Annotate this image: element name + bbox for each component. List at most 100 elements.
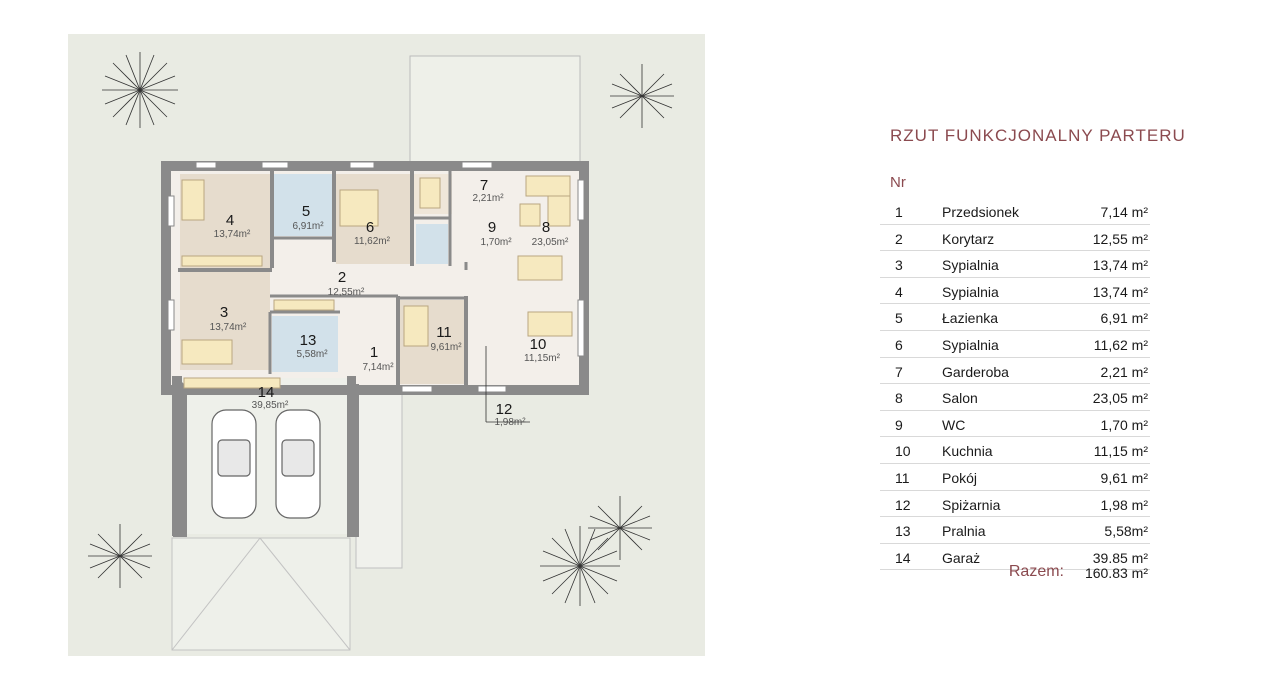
room-name: WC (942, 416, 966, 433)
room-nr: 1 (895, 204, 903, 220)
table-row: 11 Pokój 9,61 m² (880, 464, 1150, 491)
room-13 (272, 316, 338, 372)
room-area: 7,14 m² (1100, 204, 1148, 220)
room-area: 11,62 m² (1093, 336, 1148, 353)
walls (161, 161, 589, 395)
room-area: 13,74 m² (1092, 257, 1148, 274)
plan-label-8-area: 23,05m² (532, 237, 569, 248)
room-nr: 6 (895, 336, 903, 353)
room-area: 13,74 m² (1092, 283, 1148, 300)
room-name: Garaż (942, 549, 981, 566)
tree-icon (88, 52, 674, 606)
room-name: Przedsionek (942, 204, 1020, 220)
room-area: 5,58m² (1104, 523, 1148, 540)
total-label: Razem: (1008, 563, 1064, 580)
terrace-top (409, 55, 581, 165)
room-name: Kuchnia (942, 443, 993, 460)
garage-wall-right (348, 376, 356, 536)
room-nr: 4 (895, 283, 903, 300)
plan-label-9-nr: 9 (488, 219, 496, 236)
garage-wall-left (172, 376, 182, 536)
room-nr: 2 (895, 230, 903, 247)
plan-label-7-area: 2,21m² (472, 193, 504, 204)
total-value: 160.83 m² (1084, 565, 1148, 581)
plan-label-10-nr: 10 (530, 336, 547, 353)
garage-floor (180, 378, 350, 534)
plan-label-3-area: 13,74m² (210, 322, 247, 333)
plan-label-4-area: 13,74m² (214, 229, 251, 240)
plan-label-3-nr: 3 (220, 304, 228, 321)
room-name: Garderoba (942, 363, 1009, 380)
room-name: Salon (942, 390, 978, 407)
plan-label-13-area: 5,58m² (296, 349, 328, 360)
plan-label-5-nr: 5 (302, 203, 310, 220)
room-name: Pokój (942, 469, 978, 486)
room-name: Sypialnia (942, 336, 999, 353)
plan-label-6-nr: 6 (366, 219, 374, 236)
room-nr: 5 (895, 310, 903, 327)
plan-label-1-area: 7,14m² (362, 362, 394, 373)
room-area: 12,55 m² (1092, 230, 1148, 247)
nr-column-header: Nr (890, 174, 906, 191)
entrance-canopy (355, 387, 403, 569)
furniture (181, 175, 573, 389)
table-row: 8 Salon 23,05 m² (880, 384, 1150, 411)
room-nr: 8 (895, 390, 903, 407)
table-title: RZUT FUNKCJONALNY PARTERU (890, 126, 1186, 145)
car-icon (211, 409, 321, 519)
floor-plan-drawing: 4 13,74m² 3 13,74m² 5 6,91m² 6 11,62m² 7… (68, 34, 705, 656)
plan-label-9-area: 1,70m² (480, 237, 512, 248)
table-row: 14 Garaż 39.85 m² (880, 544, 1150, 571)
room-nr: 14 (895, 549, 911, 566)
plan-label-7-nr: 7 (480, 177, 488, 194)
room-area: 1,70 m² (1100, 416, 1148, 433)
room-name: Korytarz (942, 230, 995, 247)
roof-ridge (171, 537, 261, 651)
room-nr: 9 (895, 416, 903, 433)
table-row: 12 Spiżarnia 1,98 m² (880, 491, 1150, 518)
table-row: 1 Przedsionek 7,14 m² (880, 198, 1150, 225)
plan-label-11-area: 9,61m² (430, 342, 462, 353)
room-9 (416, 224, 448, 264)
driveway-roof (171, 537, 351, 651)
room-nr: 7 (895, 363, 903, 380)
room-name: Sypialnia (942, 257, 999, 274)
total-row: Razem: 160.83 m² (880, 562, 1150, 586)
roof-ridge (259, 537, 351, 651)
plan-label-14-nr: 14 (258, 384, 275, 401)
plan-label-12-nr: 12 (496, 401, 513, 418)
plan-label-5-area: 6,91m² (292, 221, 324, 232)
plan-label-1-nr: 1 (370, 344, 378, 361)
plan-label-11-nr: 11 (436, 324, 452, 341)
plan-label-2-area: 12,55m² (328, 287, 365, 298)
room-area: 1,98 m² (1100, 496, 1148, 513)
room-area: 6,91 m² (1100, 310, 1148, 327)
plan-label-2-nr: 2 (338, 269, 346, 286)
windows (167, 161, 585, 393)
plan-label-13-nr: 13 (300, 332, 317, 349)
room-area: 11,15 m² (1093, 443, 1148, 460)
room-area: 39.85 m² (1092, 549, 1148, 566)
plan-label-12-area: 1,98m² (494, 417, 526, 428)
table-row: 2 Korytarz 12,55 m² (880, 225, 1150, 252)
room-nr: 12 (895, 496, 911, 513)
room-nr: 11 (895, 469, 910, 486)
room-area: 9,61 m² (1100, 469, 1148, 486)
plan-label-4-nr: 4 (226, 212, 234, 229)
room-5 (274, 174, 332, 236)
plan-label-8-nr: 8 (542, 219, 550, 236)
room-table-panel: RZUT FUNKCJONALNY PARTERU Nr 1 Przedsione… (860, 0, 1280, 686)
room-name: Spiżarnia (942, 496, 1001, 513)
table-row: 9 WC 1,70 m² (880, 411, 1150, 438)
room-name: Pralnia (942, 523, 986, 540)
room-area: 23,05 m² (1092, 390, 1148, 407)
table-row: 6 Sypialnia 11,62 m² (880, 331, 1150, 358)
plan-label-6-area: 11,62m² (354, 236, 391, 247)
